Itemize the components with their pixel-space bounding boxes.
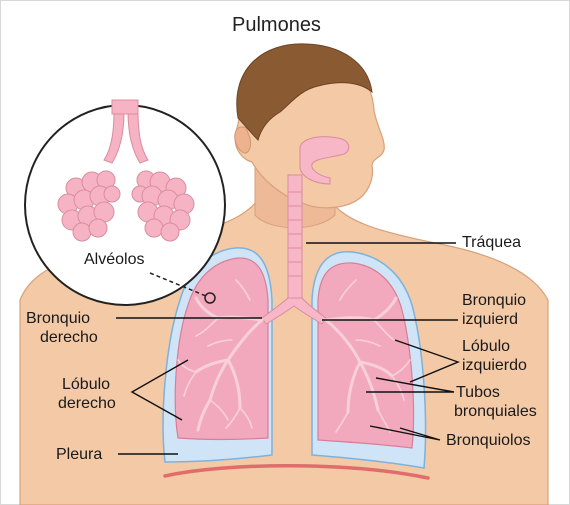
tubos-label-2: bronquiales [454, 402, 537, 421]
tubos-label-1: Tubos [456, 383, 500, 402]
traquea-label: Tráquea [462, 233, 521, 252]
alveoli-inset-circle [25, 105, 225, 305]
alveolos-label: Alvéolos [84, 250, 144, 269]
lobulo-izq-label-1: Lóbulo [462, 337, 510, 356]
bronquiolos-label: Bronquiolos [446, 431, 531, 450]
pleura-label: Pleura [56, 445, 102, 464]
lobulo-der-label-2: derecho [58, 394, 116, 413]
trachea-shape [288, 175, 302, 300]
lobulo-der-label-1: Lóbulo [62, 375, 110, 394]
bronquio-der-label-1: Bronquio [26, 309, 90, 328]
bronquio-izq-label-1: Bronquio [462, 291, 526, 310]
lobulo-izq-label-2: izquierdo [462, 356, 527, 375]
bronquio-der-label-2: derecho [40, 328, 98, 347]
bronquio-izq-label-2: izquierd [462, 310, 518, 329]
diagram-title: Pulmones [232, 16, 321, 35]
